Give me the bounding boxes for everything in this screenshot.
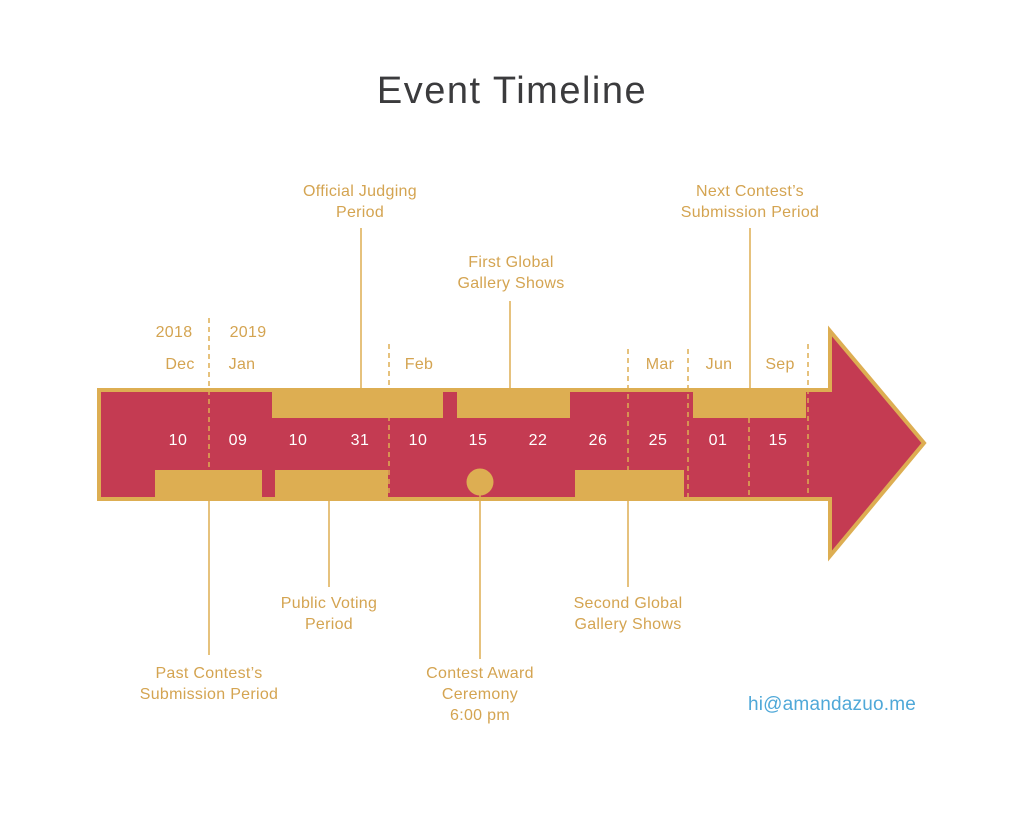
date-feb-26: 26 [588, 432, 608, 449]
date-jan-10: 10 [288, 432, 308, 449]
annotation-next-contest-submission-period: Next Contest’s Submission Period [680, 183, 820, 221]
award-ceremony-dot [466, 468, 494, 496]
month-label-dec: Dec [165, 356, 195, 373]
date-mar-25: 25 [648, 432, 668, 449]
month-label-jun: Jun [705, 356, 733, 373]
month-label-feb: Feb [404, 356, 434, 373]
year-label-2018: 2018 [155, 324, 193, 341]
annotation-contest-award-ceremony: Contest Award Ceremony 6:00 pm [426, 665, 534, 724]
annotation-public-voting-period: Public Voting Period [280, 595, 378, 633]
month-label-sep: Sep [765, 356, 795, 373]
annotation-past-contest-submission-period: Past Contest’s Submission Period [139, 665, 279, 703]
bar-first-global-gallery-shows [457, 389, 570, 418]
date-jun-01: 01 [708, 432, 728, 449]
timeline-arrow [97, 325, 927, 562]
date-jan-09: 09 [228, 432, 248, 449]
date-feb-10: 10 [408, 432, 428, 449]
bar-second-global-gallery-shows [575, 470, 684, 500]
month-label-jan: Jan [228, 356, 256, 373]
page-title: Event Timeline [376, 70, 648, 112]
month-label-mar: Mar [645, 356, 675, 373]
bar-public-voting-period [275, 470, 388, 500]
annotation-official-judging-period: Official Judging Period [303, 183, 417, 221]
date-feb-15: 15 [468, 432, 488, 449]
date-sep-15: 15 [768, 432, 788, 449]
date-jan-31: 31 [350, 432, 370, 449]
annotation-first-global-gallery-shows: First Global Gallery Shows [457, 254, 565, 292]
annotation-second-global-gallery-shows: Second Global Gallery Shows [573, 595, 683, 633]
date-feb-22: 22 [528, 432, 548, 449]
bar-official-judging-period [272, 389, 443, 418]
date-dec-10: 10 [168, 432, 188, 449]
year-label-2019: 2019 [229, 324, 267, 341]
contact-email-link[interactable]: hi@amandazuo.me [747, 694, 917, 715]
